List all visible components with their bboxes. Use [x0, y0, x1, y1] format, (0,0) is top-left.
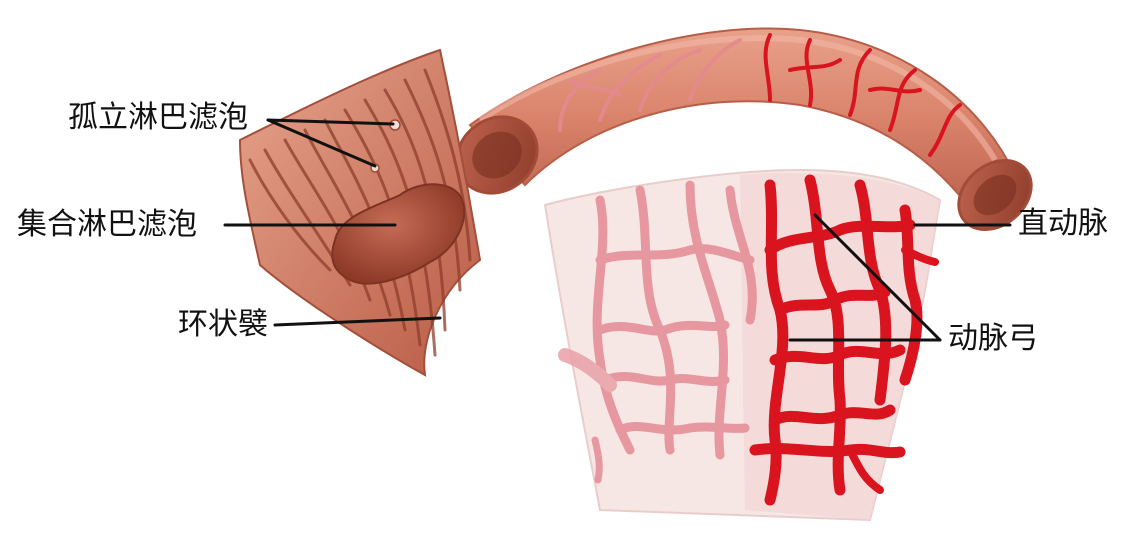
label-aggregated-follicle: 集合淋巴滤泡: [17, 210, 197, 240]
label-circular-folds: 环状襞: [178, 310, 268, 340]
label-isolated-follicle: 孤立淋巴滤泡: [68, 103, 248, 133]
label-vasa-recta: 直动脉: [1018, 209, 1108, 239]
label-arterial-arcade: 动脉弓: [948, 324, 1038, 354]
